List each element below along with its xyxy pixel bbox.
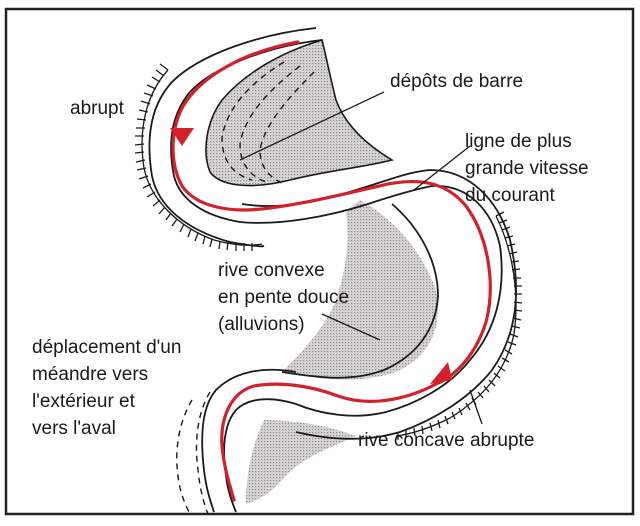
leader-rive-convexe [321, 313, 381, 341]
max-velocity-line [171, 40, 492, 502]
label-deplacement-line-4: vers l'aval [32, 418, 116, 439]
label-deplacement-line-3: l'extérieur et [32, 391, 136, 412]
label-ligne-line-3: du courant [465, 185, 556, 206]
flow-arrowhead-upper [170, 128, 194, 146]
leader-depots [239, 91, 385, 161]
label-deplacement-line-1: déplacement d'un [32, 337, 181, 358]
former-bank-dashed-3 [259, 71, 315, 185]
outer-bank-2 [170, 39, 503, 417]
outer-bank [148, 27, 317, 248]
point-bar-deposit-middle [282, 200, 439, 380]
label-rive-convexe-line-1: rive convexe [218, 260, 325, 281]
flow-arrowhead-lower [430, 362, 452, 384]
label-ligne-line-2: grande vitesse [465, 158, 589, 179]
former-bank-dashed-2 [239, 65, 301, 183]
leader-rive-concave [469, 389, 483, 425]
label-rive-convexe-line-2: en pente douce [218, 287, 349, 308]
lower-bank-2 [223, 398, 297, 513]
label-deplacement-line-2: méandre vers [32, 364, 148, 385]
former-bank-dashed-1 [221, 61, 285, 181]
figure-frame [4, 7, 635, 516]
label-rive-concave: rive concave abrupte [358, 430, 534, 451]
point-bar-deposit-lower [246, 420, 356, 504]
label-rive-convexe-line-3: (alluvions) [218, 314, 305, 335]
former-lower-bank-dashed-1 [176, 399, 193, 515]
point-bar-deposit-upper [205, 38, 395, 187]
lower-bank-1 [201, 368, 297, 513]
label-depots-de-barre: dépôts de barre [390, 71, 523, 92]
steep-bank-hachures-upper [134, 63, 263, 251]
leader-ligne [413, 145, 471, 191]
steep-bank-hachures-concave [395, 211, 523, 440]
convex-bank-line [281, 203, 439, 379]
former-lower-bank-dashed-2 [195, 391, 211, 515]
label-abrupt: abrupt [70, 98, 125, 119]
label-ligne-line-1: ligne de plus [465, 131, 572, 152]
